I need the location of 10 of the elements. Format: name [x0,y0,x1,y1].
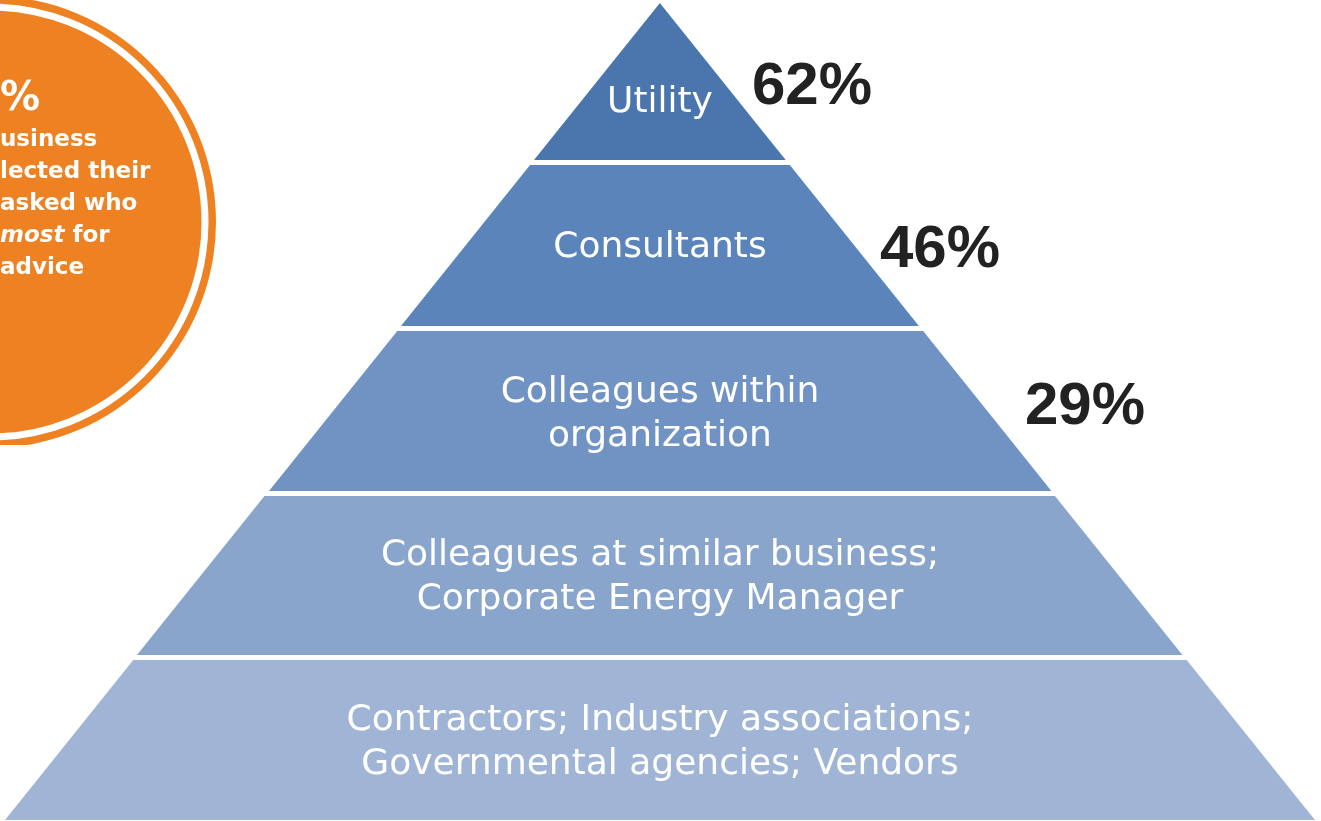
tier-label: Colleagues within organization [499,368,821,456]
tier-label: Utility [606,78,714,122]
callout-text: usiness lected their asked who most for advice [0,124,152,281]
tier-label: Colleagues at similar business; Corporate Energy Manager [379,531,941,619]
percentage-label: 46% [880,215,1001,279]
tier-label: Contractors; Industry associations; Governmental agencies; Vendors [345,696,975,784]
percentage-label: 62% [752,52,873,116]
percentage-label: % [0,74,41,118]
tier-label: Consultants [552,223,768,267]
percentage-label: 29% [1025,372,1146,436]
